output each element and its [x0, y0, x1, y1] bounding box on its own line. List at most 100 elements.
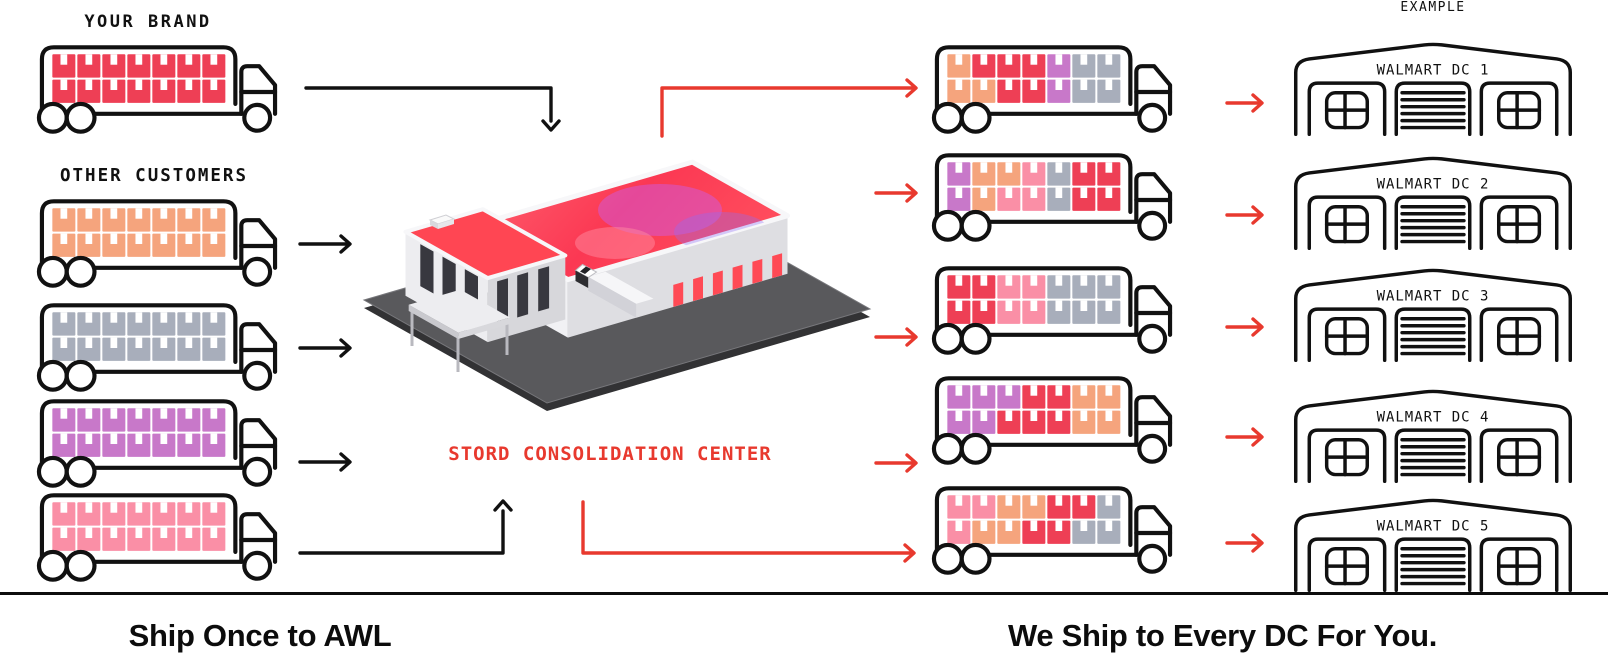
cargo-box-notch	[135, 337, 143, 349]
other-customers-label: OTHER CUSTOMERS	[59, 166, 249, 186]
cargo-box-pink	[52, 502, 76, 526]
cargo-box-purple	[77, 408, 101, 432]
cargo-box-red	[102, 54, 126, 78]
cargo-box-notch	[60, 337, 68, 349]
cargo-box-notch	[160, 433, 168, 445]
warehouse-outline	[1293, 156, 1573, 250]
wheel	[1137, 323, 1168, 354]
cargo-box-gray	[1047, 162, 1071, 186]
truck-customer-truck-3	[33, 396, 281, 494]
cargo-box-orange	[1072, 385, 1096, 409]
cargo-box-notch	[1055, 54, 1063, 65]
cargo-box-purple	[947, 410, 971, 434]
cargo-box-notch	[955, 385, 963, 396]
cargo-box-notch	[1080, 385, 1088, 396]
cargo-box-red	[177, 79, 201, 103]
cargo-box-purple	[152, 408, 176, 432]
cargo-box-notch	[980, 410, 988, 422]
cargo-box-orange	[77, 233, 101, 257]
truck-customer-truck-4	[33, 490, 281, 588]
warehouse-dc-4: WALMART DC 4	[1288, 383, 1578, 483]
cargo-box-red	[102, 79, 126, 103]
cargo-box-notch	[185, 433, 193, 445]
cargo-box-gray	[1097, 495, 1121, 519]
cargo-box-pink	[77, 527, 101, 551]
warehouse-dc-3: WALMART DC 3	[1288, 262, 1578, 362]
cargo-box-gray	[202, 337, 226, 361]
wheels	[931, 542, 1168, 575]
cargo-box-notch	[1055, 495, 1063, 506]
cargo-box-notch	[1080, 54, 1088, 65]
cargo-box-orange	[152, 233, 176, 257]
cargo-box-orange	[997, 162, 1021, 186]
wheel	[36, 549, 69, 582]
warehouse-icon: WALMART DC 1	[1293, 42, 1573, 136]
cargo-box-pink	[997, 187, 1021, 211]
cab-outline	[1134, 505, 1173, 557]
cargo-box-red	[1022, 410, 1046, 434]
cargo-box-pink	[997, 300, 1021, 324]
cargo-box-gray	[177, 312, 201, 336]
cargo-box-notch	[1030, 300, 1038, 312]
cargo-box-purple	[52, 433, 76, 457]
trailer-outline	[39, 199, 238, 274]
cargo-box-pink	[1022, 275, 1046, 299]
your-brand-label: YOUR BRAND	[84, 12, 212, 32]
cargo-box-notch	[185, 527, 193, 539]
cab-outline	[239, 218, 278, 270]
wheels	[36, 455, 273, 488]
consolidation-center-label: STORD CONSOLIDATION CENTER	[448, 443, 772, 465]
cargo-box-notch	[85, 54, 93, 65]
cargo-box-red	[1072, 162, 1096, 186]
trailer-outline	[934, 266, 1133, 341]
truck-icon	[36, 303, 278, 392]
cargo-box-gray	[1097, 520, 1121, 544]
canopy	[408, 289, 510, 372]
cargo-box-orange	[1097, 410, 1121, 434]
truck-icon	[931, 153, 1173, 242]
warehouse-outline	[1293, 42, 1573, 136]
arrow-center-to-dc5-truck	[581, 500, 916, 563]
cargo-box-notch	[1105, 79, 1113, 91]
cab-outline	[1134, 395, 1173, 447]
cargo-box-red	[997, 79, 1021, 103]
arrow-dc3-truck-to-warehouse	[1225, 317, 1264, 337]
cargo-box-purple	[102, 408, 126, 432]
cargo-box-gray	[1047, 187, 1071, 211]
truck-dc5-truck	[928, 483, 1176, 581]
cargo-box-red	[127, 79, 151, 103]
trailer-outline	[39, 45, 238, 120]
cargo-box-red	[997, 410, 1021, 434]
wheel	[64, 455, 97, 488]
cargo-box-red	[1022, 385, 1046, 409]
warehouse-icon: WALMART DC 3	[1293, 268, 1573, 362]
bay-loading-door	[1394, 428, 1472, 483]
arrow-center-to-dc3-truck	[874, 327, 918, 347]
cargo-box-notch	[185, 54, 193, 65]
truck-icon	[36, 199, 278, 288]
warehouse-label: WALMART DC 5	[1377, 518, 1490, 534]
cargo-box-notch	[1080, 410, 1088, 422]
truck-icon	[931, 45, 1173, 134]
wheel	[36, 101, 69, 134]
wheel	[1137, 543, 1168, 574]
bay-left	[1307, 195, 1387, 250]
office-windows	[420, 244, 550, 324]
warehouse-icon: WALMART DC 5	[1293, 498, 1573, 592]
cargo-box-notch	[135, 527, 143, 539]
cargo-box-orange	[1072, 410, 1096, 434]
wheels	[36, 359, 273, 392]
wheel	[64, 549, 97, 582]
cargo-box-red	[947, 300, 971, 324]
cargo-box-purple	[1047, 79, 1071, 103]
cargo-box-pink	[1022, 187, 1046, 211]
cargo-box-notch	[1005, 410, 1013, 422]
cab-outline	[239, 322, 278, 374]
cargo-box-notch	[135, 54, 143, 65]
trailer-outline	[39, 303, 238, 378]
cargo-box-purple	[52, 408, 76, 432]
section-divider	[0, 592, 1608, 595]
cargo-box-notch	[85, 208, 93, 219]
cargo-box-notch	[135, 79, 143, 91]
